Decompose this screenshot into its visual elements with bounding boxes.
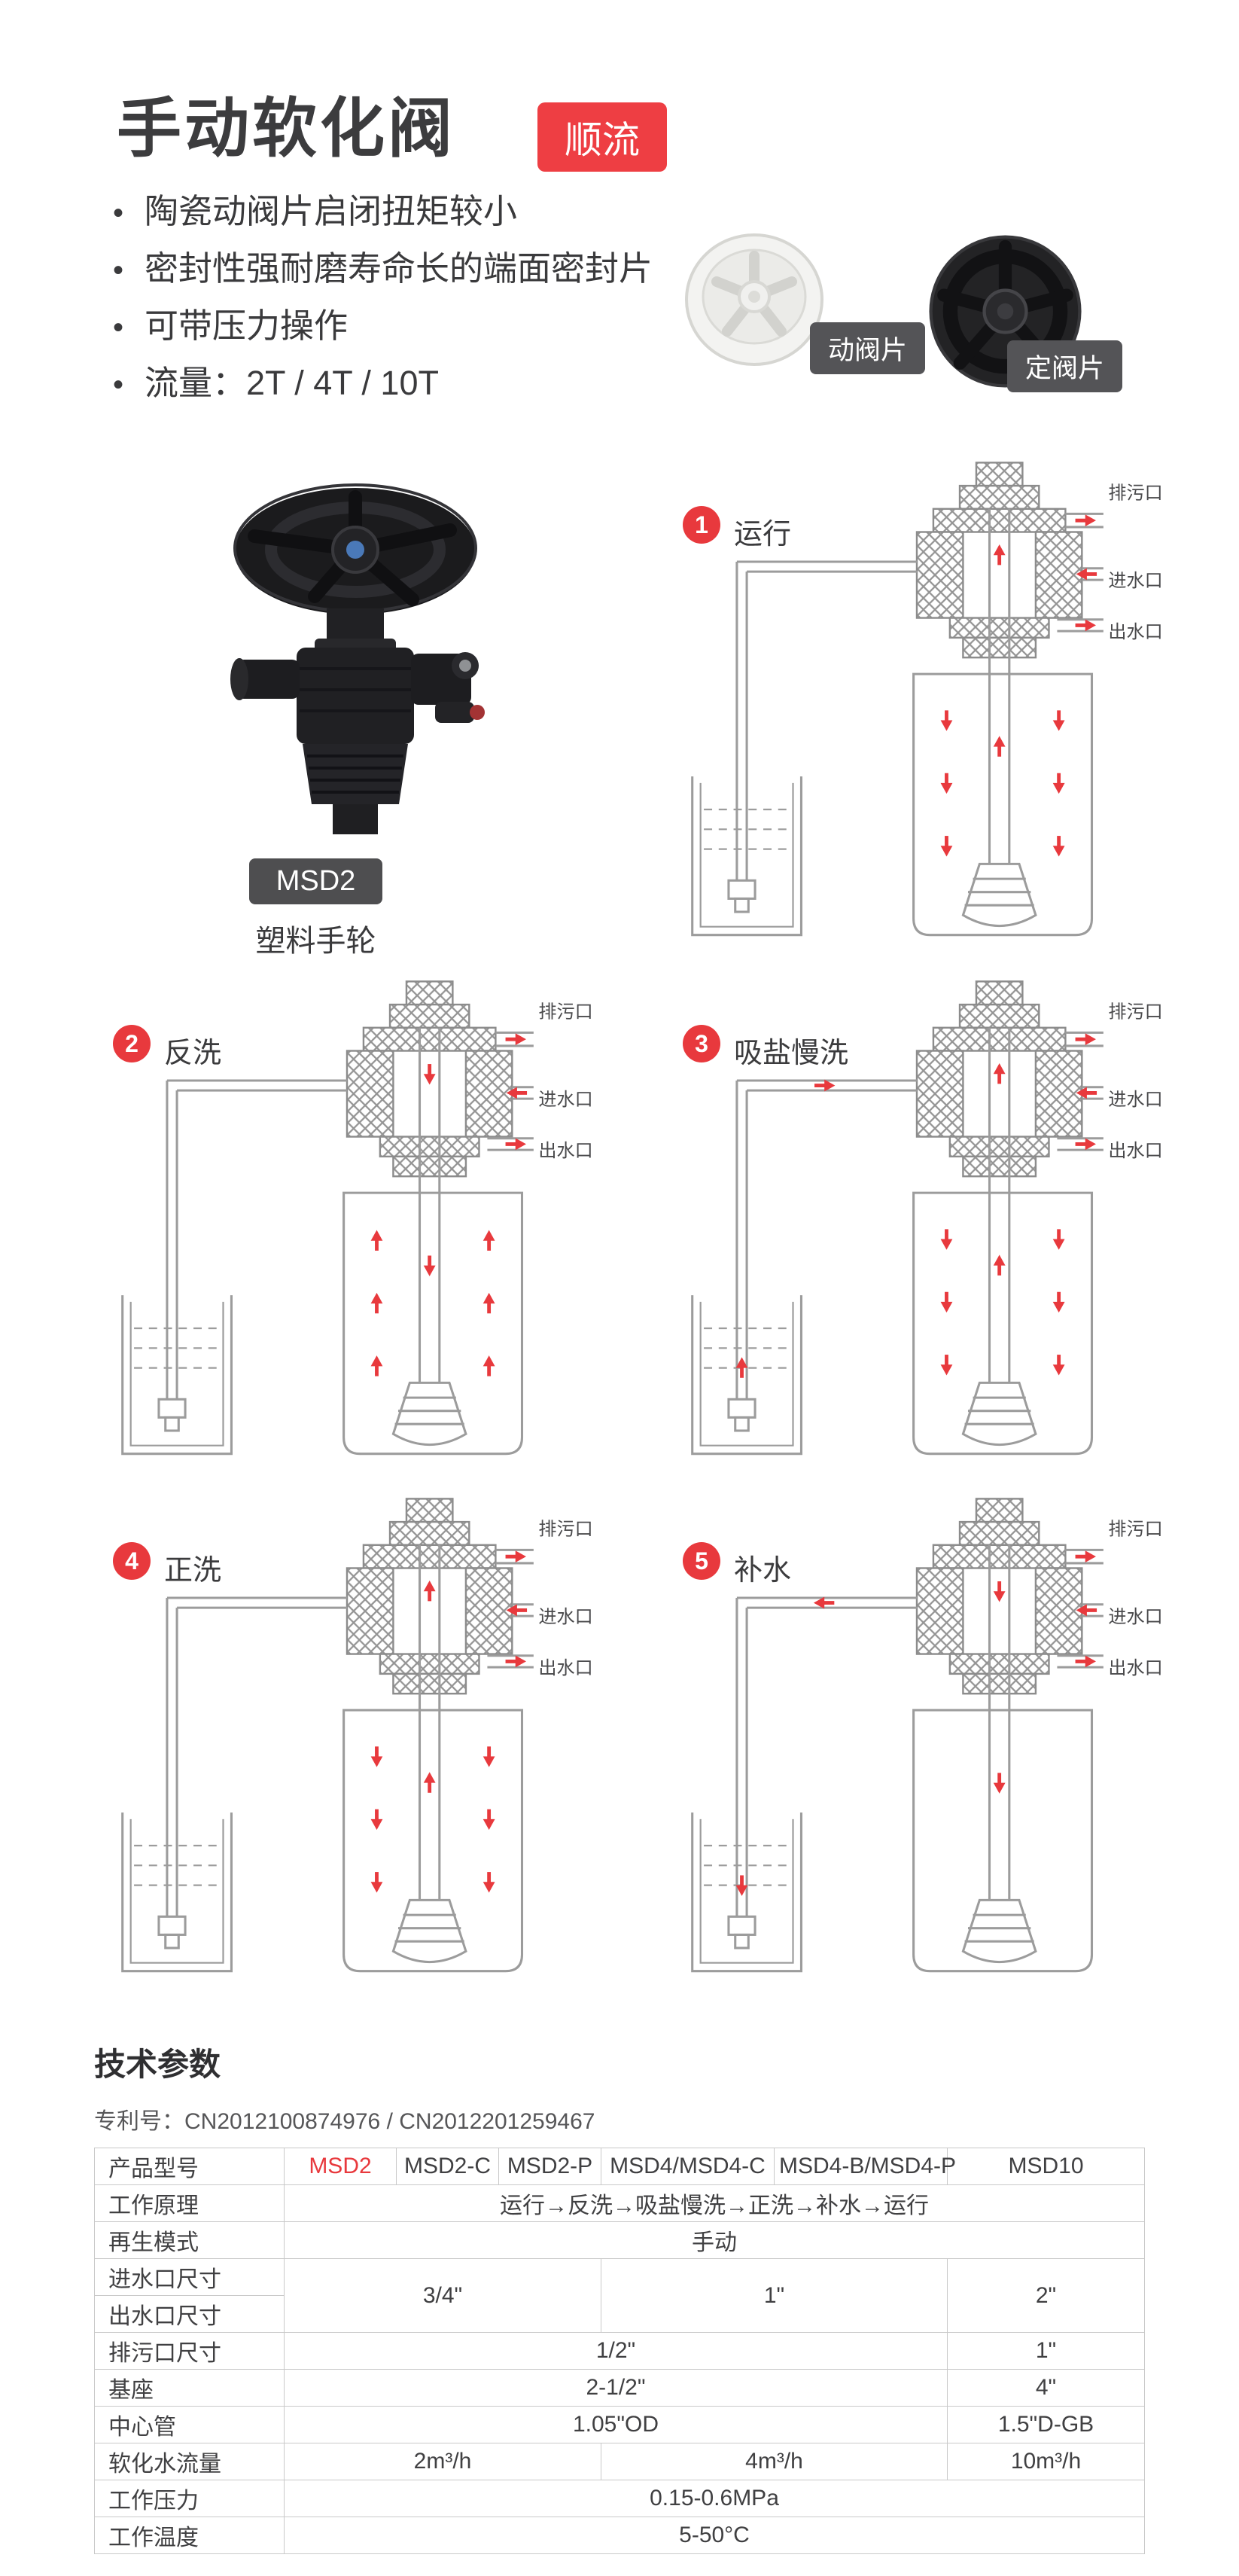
spec-label: 中心管 <box>94 2406 285 2443</box>
spec-label: 工作压力 <box>94 2480 285 2517</box>
inlet-port-label: 进水口 <box>538 1090 592 1110</box>
spec-label: 软化水流量 <box>94 2443 285 2480</box>
outlet-port-label: 出水口 <box>1108 622 1162 642</box>
spec-cell: 0.15-0.6MPa <box>284 2480 1145 2517</box>
spec-cell: 4" <box>947 2369 1145 2407</box>
drain-port-label: 排污口 <box>538 1002 592 1023</box>
table-row: 软化水流量 2m³/h 4m³/h 10m³/h <box>94 2443 1145 2480</box>
spec-table: 产品型号 MSD2 MSD2-C MSD2-P MSD4/MSD4-C MSD4… <box>94 2148 1145 2554</box>
spec-label: 基座 <box>94 2369 285 2407</box>
inlet-port-label: 进水口 <box>538 1607 592 1627</box>
spec-cell: MSD10 <box>947 2148 1145 2185</box>
spec-cell: 1.05"OD <box>284 2406 948 2443</box>
step-number-badge: 4 <box>113 1542 151 1580</box>
spec-cell: 运行→反洗→吸盐慢洗→正洗→补水→运行 <box>284 2184 1145 2222</box>
spec-cell: 1" <box>947 2332 1145 2370</box>
spec-cell: MSD4-B/MSD4-P <box>774 2148 956 2185</box>
inlet-port-label: 进水口 <box>1108 571 1162 591</box>
step-title: 正洗 <box>164 1555 222 1587</box>
valve-flow-schematic: 排污口 进水口 出水口 <box>121 1497 593 1973</box>
product-label-block: MSD2 塑料手轮 <box>209 858 423 960</box>
spec-cell: MSD2-P <box>498 2148 601 2185</box>
step-number-badge: 2 <box>113 1025 151 1062</box>
table-row: 进水口尺寸 3/4" 1" 2" <box>94 2258 1145 2333</box>
table-row: 工作温度 5-50°C <box>94 2517 1145 2554</box>
diagram-step-2: 2 反洗 排污口 进水口 出水口 <box>99 978 595 1471</box>
spec-label: 排污口尺寸 <box>94 2332 285 2370</box>
spec-cell: 2" <box>947 2258 1145 2333</box>
flow-direction-badge: 顺流 <box>537 102 667 172</box>
step-title: 补水 <box>734 1555 792 1587</box>
feature-item: 陶瓷动阀片启闭扭矩较小 <box>113 184 653 241</box>
feature-item: 流量：2T / 4T / 10T <box>113 355 653 413</box>
spec-cell: 2-1/2" <box>284 2369 948 2407</box>
page-title: 手动软化阀 <box>117 93 455 165</box>
spec-cell: 4m³/h <box>601 2443 948 2480</box>
product-caption: 塑料手轮 <box>255 925 376 958</box>
step-title: 吸盐慢洗 <box>734 1038 849 1069</box>
spec-cell: 2m³/h <box>284 2443 601 2480</box>
feature-item: 可带压力操作 <box>113 298 653 355</box>
outlet-port-label: 出水口 <box>1108 1658 1162 1678</box>
feature-list: 陶瓷动阀片启闭扭矩较小 密封性强耐磨寿命长的端面密封片 可带压力操作 流量：2T… <box>113 184 653 413</box>
patent-number: 专利号：CN2012100874976 / CN2012201259467 <box>94 2109 595 2134</box>
spec-cell: 3/4" <box>284 2258 601 2333</box>
drain-port-label: 排污口 <box>1108 1520 1162 1540</box>
step-title: 运行 <box>734 519 792 550</box>
valve-flow-schematic: 排污口 进水口 出水口 <box>691 461 1163 937</box>
table-row: 中心管 1.05"OD 1.5"D-GB <box>94 2406 1145 2443</box>
spec-label: 工作原理 <box>94 2184 285 2222</box>
spec-label: 再生模式 <box>94 2221 285 2259</box>
table-row: 工作原理 运行→反洗→吸盐慢洗→正洗→补水→运行 <box>94 2184 1145 2222</box>
drain-port-label: 排污口 <box>1108 1002 1162 1023</box>
step-number-badge: 3 <box>683 1025 720 1062</box>
outlet-port-label: 出水口 <box>538 1658 592 1678</box>
handwheel-center-cap <box>346 541 364 559</box>
diagram-step-1: 1 运行 排污口 进水口 出水口 <box>669 459 1164 953</box>
specs-heading: 技术参数 <box>94 2047 221 2082</box>
spec-cell: MSD2 <box>284 2148 397 2185</box>
spec-label: 出水口尺寸 <box>94 2295 285 2333</box>
table-row: 出水口尺寸 <box>94 2295 1145 2333</box>
table-row: 基座 2-1/2" 4" <box>94 2369 1145 2407</box>
inlet-port-label: 进水口 <box>1108 1607 1162 1627</box>
fixed-disc-badge: 定阀片 <box>1007 340 1123 392</box>
spec-cell: 1.5"D-GB <box>947 2406 1145 2443</box>
drain-port-label: 排污口 <box>538 1520 592 1540</box>
spec-label: 产品型号 <box>94 2148 285 2185</box>
table-row: 产品型号 MSD2 MSD2-C MSD2-P MSD4/MSD4-C MSD4… <box>94 2148 1145 2185</box>
outlet-port-label: 出水口 <box>1108 1141 1162 1161</box>
diagram-step-5: 5 补水 排污口 进水口 出水口 <box>669 1495 1164 1989</box>
valve-flow-schematic: 排污口 进水口 出水口 <box>691 980 1163 1456</box>
valve-flow-schematic: 排污口 进水口 出水口 <box>121 980 593 1456</box>
spec-cell: 1/2" <box>284 2332 948 2370</box>
model-badge: MSD2 <box>248 858 383 904</box>
step-number-badge: 5 <box>683 1542 720 1580</box>
spec-label: 进水口尺寸 <box>94 2258 285 2296</box>
spec-cell: 手动 <box>284 2221 1145 2259</box>
spec-cell: MSD4/MSD4-C <box>601 2148 775 2185</box>
spec-cell: 1" <box>601 2258 948 2333</box>
table-row: 排污口尺寸 1/2" 1" <box>94 2332 1145 2370</box>
feature-item: 密封性强耐磨寿命长的端面密封片 <box>113 241 653 298</box>
spec-label: 工作温度 <box>94 2517 285 2554</box>
drain-port-label: 排污口 <box>1108 483 1162 504</box>
diagram-step-3: 3 吸盐慢洗 排污口 进水口 出水口 <box>669 978 1164 1471</box>
step-number-badge: 1 <box>683 506 720 544</box>
moving-disc-badge: 动阀片 <box>810 322 926 374</box>
table-row: 再生模式 手动 <box>94 2221 1145 2259</box>
diagram-step-4: 4 正洗 排污口 进水口 出水口 <box>99 1495 595 1989</box>
inlet-port-label: 进水口 <box>1108 1090 1162 1110</box>
spec-cell: 5-50°C <box>284 2517 1145 2554</box>
table-row: 工作压力 0.15-0.6MPa <box>94 2480 1145 2517</box>
spec-cell: 10m³/h <box>947 2443 1145 2480</box>
valve-flow-schematic: 排污口 进水口 出水口 <box>691 1497 1163 1973</box>
outlet-port-label: 出水口 <box>538 1141 592 1161</box>
moving-disc-photo <box>685 233 823 366</box>
valve-product-photo <box>230 483 485 834</box>
step-title: 反洗 <box>164 1038 222 1069</box>
spec-cell: MSD2-C <box>396 2148 499 2185</box>
